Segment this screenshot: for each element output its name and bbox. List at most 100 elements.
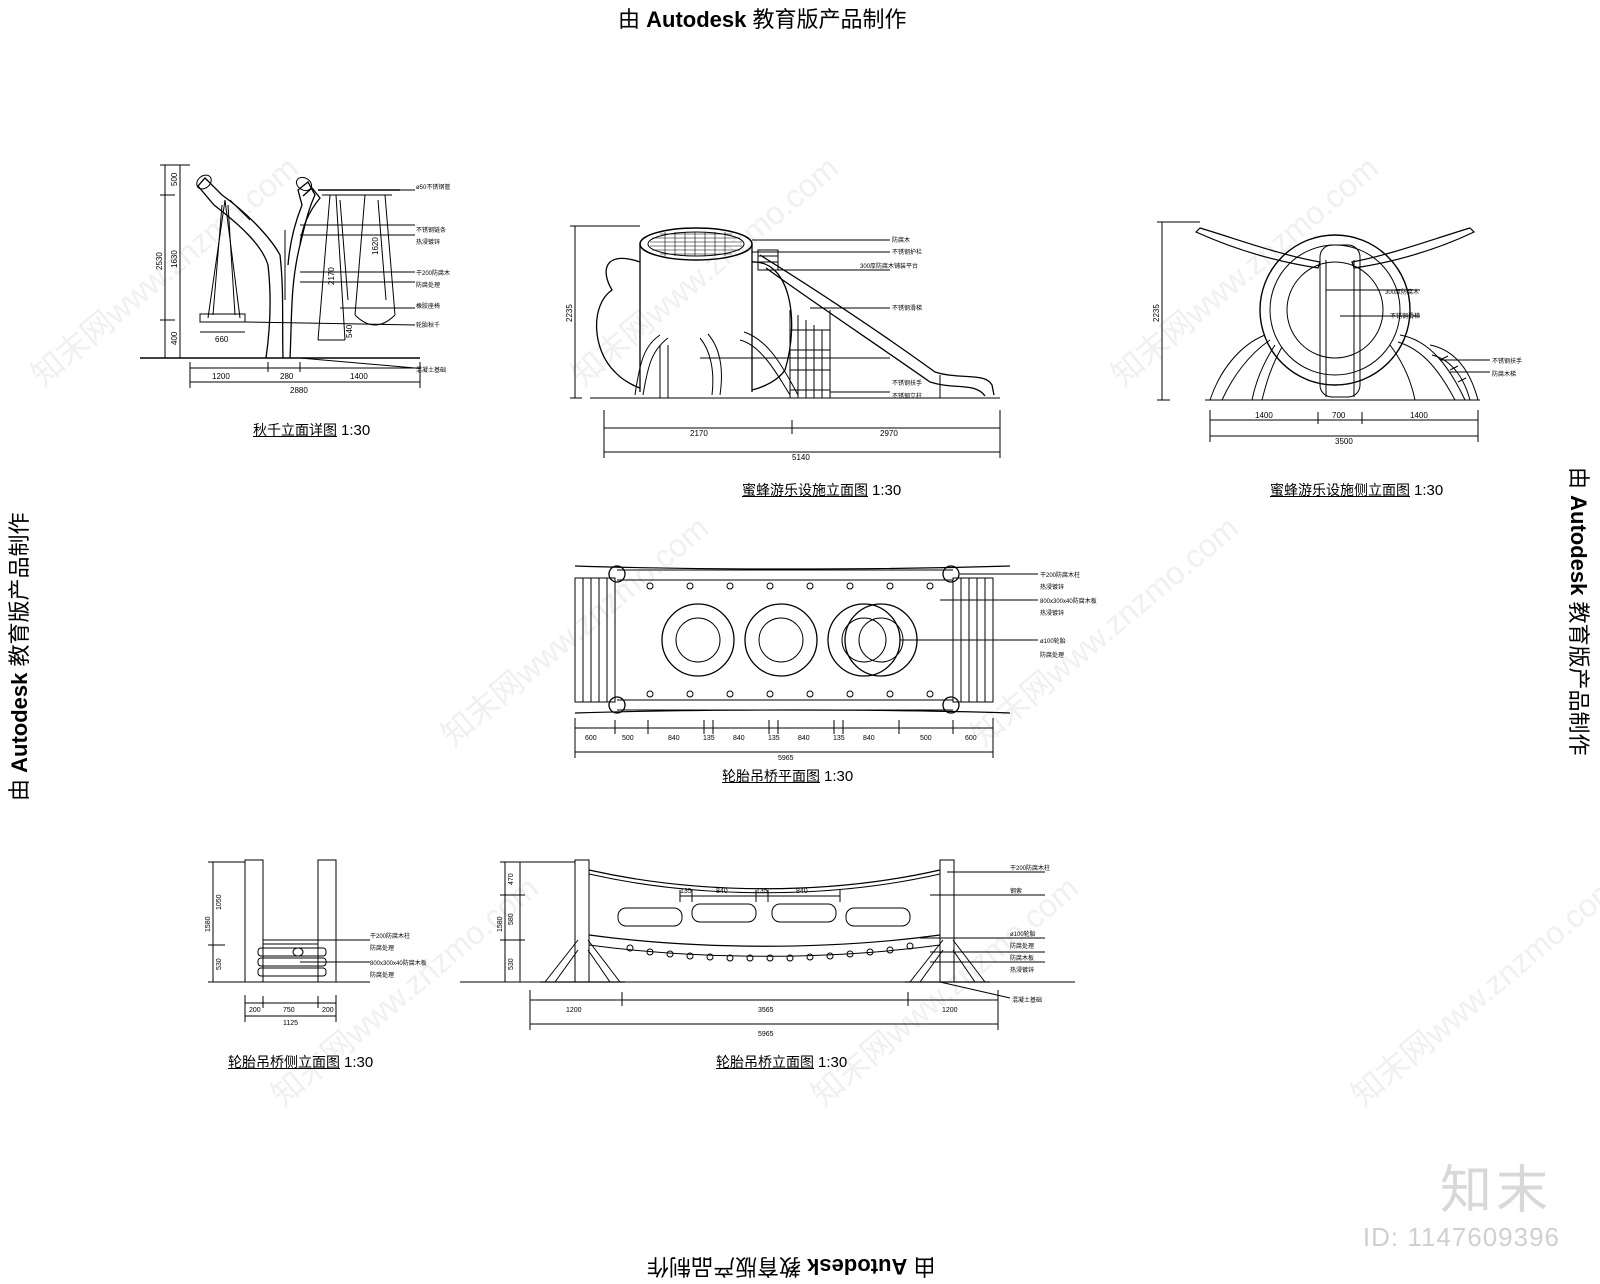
brand-logo: 知末: [1439, 1161, 1552, 1221]
dim-label: 5140: [792, 453, 810, 462]
note-label: 不锈钢扶手: [1492, 357, 1522, 365]
dim-label: 135: [833, 735, 845, 742]
bridge-side-notes: 干200防腐木柱 防腐处理 800x300x40防腐木板 防腐处理: [370, 932, 427, 979]
dim-label: 2530: [155, 252, 164, 270]
caption-title: 蜜蜂游乐设施立面图: [742, 483, 868, 499]
dim-label: 840: [863, 735, 875, 742]
dim-label: 600: [965, 735, 977, 742]
dim-label: 2235: [565, 304, 574, 322]
note-label: 不锈钢链条: [416, 226, 446, 234]
dim-label: 1580: [497, 916, 504, 932]
note-label: 热浸镀锌: [1040, 609, 1064, 617]
dim-label: 540: [345, 324, 354, 338]
image-id: ID: 1147609396: [1362, 1222, 1560, 1252]
bridge-plan-notes: 干200防腐木柱 热浸镀锌 800x300x40防腐木板 热浸镀锌 ø100轮胎…: [1040, 571, 1097, 659]
note-label: 干200防腐木: [416, 269, 450, 277]
dim-label: 200: [249, 1007, 261, 1014]
note-label: 防腐木梯: [1492, 370, 1516, 378]
note-label: 轮胎秋千: [416, 321, 440, 329]
caption-scale: 1:30: [344, 1054, 374, 1071]
note-label: 不锈钢护栏: [892, 248, 922, 256]
autodesk-banner-top: 由 Autodesk 教育版产品制作: [618, 2, 907, 34]
dim-label: 580: [508, 913, 515, 925]
note-label: 防腐处理: [370, 944, 394, 952]
note-label: ø50不锈钢管: [416, 183, 450, 191]
note-label: 300厚防腐木铺装平台: [860, 262, 918, 270]
dim-label: 2235: [1152, 304, 1161, 322]
dim-label: 1050: [216, 894, 223, 910]
dim-label: 135: [703, 735, 715, 742]
dim-label: 5965: [758, 1031, 774, 1038]
swing-elevation: [140, 165, 420, 388]
caption-scale: 1:30: [1414, 482, 1444, 499]
note-label: 800x300x40防腐木板: [370, 959, 427, 967]
dim-label: 1400: [1255, 411, 1273, 420]
dim-label: 750: [283, 1007, 295, 1014]
note-label: 防腐处理: [1010, 942, 1034, 950]
note-label: 混凝土基础: [416, 366, 446, 374]
caption-title: 秋千立面详图: [253, 423, 337, 439]
tire-bridge-elevation: [460, 860, 1075, 1030]
caption-scale: 1:30: [818, 1054, 848, 1071]
bee-front-notes: 防腐木 不锈钢护栏 300厚防腐木铺装平台 不锈钢滑梯 不锈钢扶手 不锈钢立柱: [860, 236, 922, 400]
swing-dim-labels: 1200 280 1400 2880 660 500 1630 400 2530…: [155, 172, 380, 395]
dim-label: 1620: [371, 237, 380, 255]
dim-label: 1630: [170, 250, 179, 268]
banner-brand: Autodesk: [646, 7, 747, 32]
dim-label: 2170: [690, 429, 708, 438]
dim-label: 135: [756, 888, 768, 895]
dim-label: 2970: [880, 429, 898, 438]
dim-label: 5965: [778, 755, 794, 762]
dim-label: 840: [668, 735, 680, 742]
caption-title: 轮胎吊桥侧立面图: [228, 1055, 340, 1071]
dim-label: 1200: [212, 372, 230, 381]
bee-side-dim-labels: 1400 700 1400 3500 2235: [1152, 304, 1428, 446]
note-label: 防腐木板: [1010, 954, 1034, 962]
tire-bridge-plan: [575, 566, 1038, 758]
caption-scale: 1:30: [824, 768, 854, 785]
tire-bridge-side-elevation: [208, 860, 370, 1022]
dim-label: 1400: [1410, 411, 1428, 420]
note-label: ø100轮胎: [1010, 930, 1036, 938]
dim-label: 135: [768, 735, 780, 742]
caption-title: 轮胎吊桥平面图: [722, 769, 820, 785]
dim-label: 840: [733, 735, 745, 742]
dim-label: 530: [508, 958, 515, 970]
note-label: 防腐处理: [416, 281, 440, 289]
note-label: 热浸镀锌: [1010, 966, 1034, 974]
note-label: 热浸镀锌: [1040, 583, 1064, 591]
dim-label: 1200: [942, 1007, 958, 1014]
bee-front-dim-labels: 2170 2970 5140 2235: [565, 304, 898, 462]
dim-label: 1580: [205, 916, 212, 932]
note-label: 不锈钢滑梯: [1390, 312, 1420, 320]
note-label: 干200防腐木柱: [1040, 571, 1080, 579]
note-label: 防腐木: [892, 236, 910, 244]
dim-label: 500: [920, 735, 932, 742]
bee-side-elevation: [1157, 222, 1490, 442]
caption-scale: 1:30: [341, 422, 371, 439]
note-label: 防腐处理: [1040, 651, 1064, 659]
dim-label: 280: [280, 372, 294, 381]
dim-label: 2880: [290, 386, 308, 395]
bridge-side-dim-labels: 200 750 200 1125 1050 530 1580: [205, 894, 334, 1027]
bee-side-notes: 300厚防腐木 不锈钢滑梯 不锈钢扶手 防腐木梯: [1385, 288, 1522, 378]
dim-label: 500: [622, 735, 634, 742]
note-label: 不锈钢滑梯: [892, 304, 922, 312]
bridge-elevation-dim-labels: 135 840 135 840 470 580 530 1580 1200 35…: [497, 873, 958, 1038]
dim-label: 2170: [327, 267, 336, 285]
dim-label: 660: [215, 335, 229, 344]
bridge-elevation-notes: 干200防腐木柱 钢索 ø100轮胎 防腐处理 防腐木板 热浸镀锌 混凝土基础: [1010, 864, 1050, 1004]
dim-label: 200: [322, 1007, 334, 1014]
note-label: 干200防腐木柱: [1010, 864, 1050, 872]
banner-prefix: 由: [618, 7, 647, 32]
dim-label: 1125: [283, 1020, 298, 1027]
note-label: 不锈钢立柱: [892, 392, 922, 400]
caption-title: 轮胎吊桥立面图: [716, 1055, 814, 1071]
note-label: ø100轮胎: [1040, 637, 1066, 645]
caption-scale: 1:30: [872, 482, 902, 499]
note-label: 橡胶座椅: [416, 302, 440, 310]
note-label: 混凝土基础: [1012, 996, 1042, 1004]
